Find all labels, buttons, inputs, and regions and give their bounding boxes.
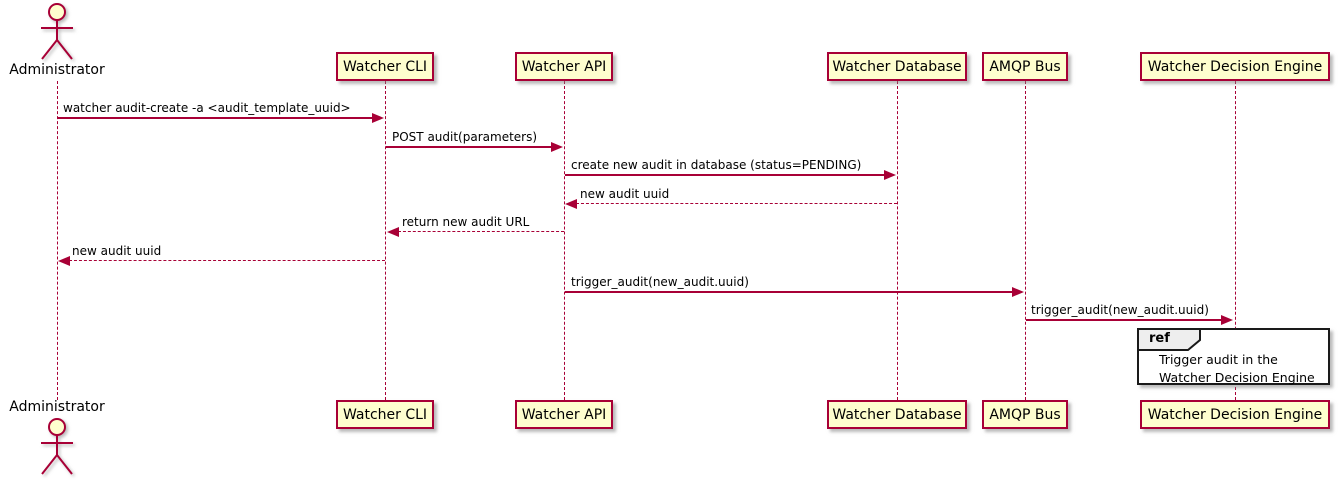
message-label: POST audit(parameters) <box>392 130 538 144</box>
participant-watcher-decision-engine-top: Watcher Decision Engine <box>1140 52 1330 81</box>
message-label: new audit uuid <box>72 244 162 258</box>
lifeline-amqp-bus <box>1025 81 1026 400</box>
ref-keyword: ref <box>1149 331 1170 346</box>
participant-amqp-bus-bottom: AMQP Bus <box>982 400 1068 429</box>
lifeline-watcher-cli <box>385 81 386 400</box>
arrowhead-left-icon <box>565 199 577 209</box>
message-label: trigger_audit(new_audit.uuid) <box>571 275 749 289</box>
arrowhead-right-icon <box>372 113 384 123</box>
participant-label: Watcher Decision Engine <box>1147 58 1323 75</box>
message-label: trigger_audit(new_audit.uuid) <box>1031 303 1209 317</box>
message-line <box>565 291 1014 293</box>
participant-label: Watcher CLI <box>342 58 428 75</box>
message-line <box>398 231 564 232</box>
arrowhead-left-icon <box>58 256 70 266</box>
message-line <box>69 260 385 261</box>
ref-tab-icon <box>1137 328 1201 351</box>
message-label: create new audit in database (status=PEN… <box>571 158 862 172</box>
participant-watcher-api-bottom: Watcher API <box>515 400 613 429</box>
message-line <box>1026 319 1223 321</box>
message-line <box>386 146 553 148</box>
ref-fragment: ref Trigger audit in the Watcher Decisio… <box>1137 328 1330 385</box>
participant-watcher-decision-engine-bottom: Watcher Decision Engine <box>1140 400 1330 429</box>
arrowhead-right-icon <box>1221 315 1233 325</box>
lifeline-watcher-api <box>564 81 565 400</box>
message-label: return new audit URL <box>402 215 530 229</box>
participant-label: Watcher API <box>521 406 607 423</box>
ref-content: Trigger audit in the Watcher Decision En… <box>1159 351 1315 387</box>
participant-amqp-bus-top: AMQP Bus <box>982 52 1068 81</box>
message-label: new audit uuid <box>580 187 670 201</box>
actor-label-bottom: Administrator <box>9 399 105 415</box>
message-line <box>57 117 375 119</box>
participant-watcher-api-top: Watcher API <box>515 52 613 81</box>
participant-watcher-database-top: Watcher Database <box>827 52 967 81</box>
participant-label: Watcher Decision Engine <box>1147 406 1323 423</box>
lifeline-watcher-decision-engine <box>1235 81 1236 400</box>
lifeline-watcher-database <box>897 81 898 400</box>
participant-label: Watcher Database <box>832 406 962 423</box>
actor-label-top: Administrator <box>9 62 105 78</box>
participant-watcher-cli-bottom: Watcher CLI <box>336 400 434 429</box>
message-line <box>576 203 897 204</box>
ref-line-2: Watcher Decision Engine <box>1159 370 1315 385</box>
message-line <box>565 174 886 176</box>
participant-label: AMQP Bus <box>989 406 1061 423</box>
participant-label: AMQP Bus <box>989 58 1061 75</box>
participant-label: Watcher API <box>521 58 607 75</box>
participant-watcher-cli-top: Watcher CLI <box>336 52 434 81</box>
participant-watcher-database-bottom: Watcher Database <box>827 400 967 429</box>
lifeline-administrator <box>57 81 58 400</box>
participant-label: Watcher Database <box>832 58 962 75</box>
arrowhead-right-icon <box>551 142 563 152</box>
participant-label: Watcher CLI <box>342 406 428 423</box>
arrowhead-right-icon <box>884 170 896 180</box>
actor-icon <box>41 3 73 60</box>
arrowhead-left-icon <box>387 227 399 237</box>
actor-icon <box>41 418 73 475</box>
arrowhead-right-icon <box>1012 287 1024 297</box>
ref-line-1: Trigger audit in the <box>1159 352 1278 367</box>
message-label: watcher audit-create -a <audit_template_… <box>63 101 351 115</box>
